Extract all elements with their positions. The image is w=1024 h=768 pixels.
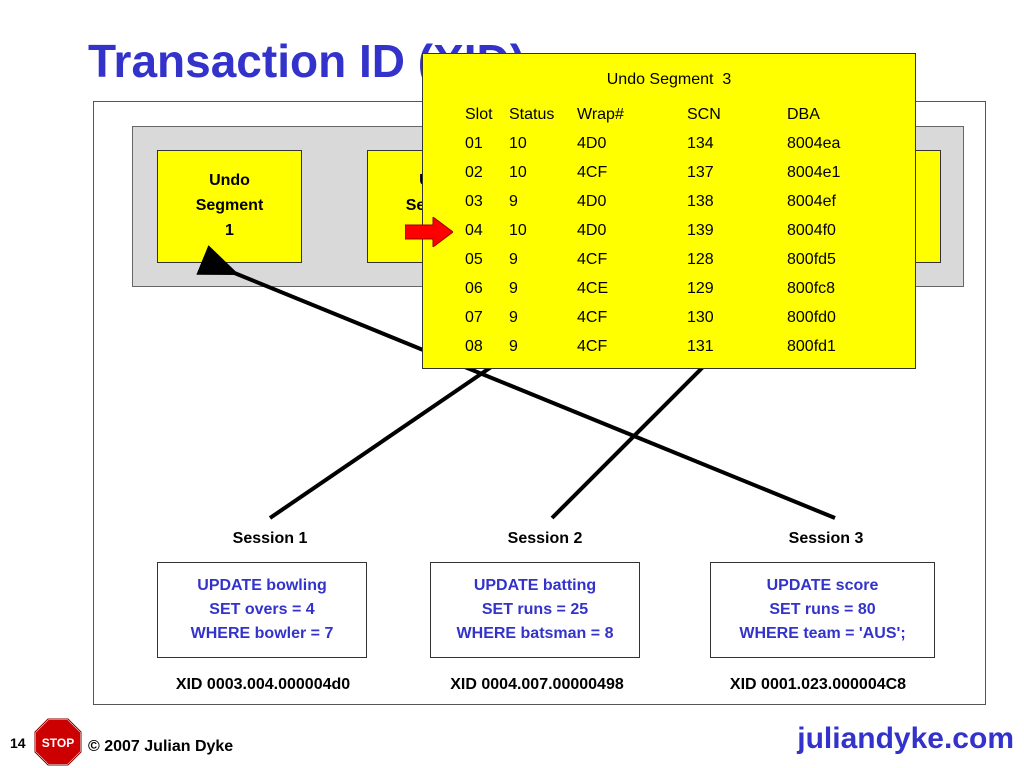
slot-cell: 10 bbox=[509, 222, 527, 239]
slot-cell: 8004f0 bbox=[787, 222, 836, 239]
column-header: DBA bbox=[787, 106, 820, 123]
slot-cell: 138 bbox=[687, 193, 714, 210]
undo-header-title: Undo Segment 3 bbox=[606, 71, 732, 88]
slot-cell: 800fc8 bbox=[787, 280, 836, 297]
connector-session3-segment1 bbox=[196, 245, 836, 520]
slot-cell: 800fd1 bbox=[787, 338, 836, 355]
slot-cell: 07 bbox=[465, 309, 483, 326]
slot-cell: 4D0 bbox=[577, 135, 607, 152]
slot-cell: 4CE bbox=[577, 280, 609, 297]
column-header: Wrap# bbox=[577, 106, 624, 123]
slot-cell: 131 bbox=[687, 338, 714, 355]
slot-cell: 08 bbox=[465, 338, 483, 355]
session-1-xid: XID 0003.004.000004d0 bbox=[175, 676, 351, 693]
slot-cell: 4CF bbox=[577, 164, 608, 181]
slot-cell: 134 bbox=[687, 135, 714, 152]
session-3-label: Session 3 bbox=[788, 530, 864, 547]
slot-cell: 8004e1 bbox=[787, 164, 841, 181]
copyright: © 2007 Julian Dyke bbox=[88, 738, 234, 755]
slot-cell: 9 bbox=[509, 338, 518, 355]
slot-cell: 9 bbox=[509, 309, 518, 326]
slot-cell: 03 bbox=[465, 193, 483, 210]
column-header: Slot bbox=[465, 106, 493, 123]
undo-segment-3-header: Undo Segment 3 Slot Status Wrap# SCN DBA 01 10… bbox=[422, 53, 916, 369]
red-arrow-icon bbox=[405, 217, 453, 247]
slot-cell: 02 bbox=[465, 164, 483, 181]
slot-cell: 4CF bbox=[577, 309, 608, 326]
page-number: 14 bbox=[10, 735, 26, 751]
slot-cell: 129 bbox=[687, 280, 714, 297]
slot-cell: 9 bbox=[509, 251, 518, 268]
slot-cell: 4CF bbox=[577, 338, 608, 355]
slot-cell: 10 bbox=[509, 135, 527, 152]
session-2-label: Session 2 bbox=[507, 530, 583, 547]
slot-cell: 9 bbox=[509, 280, 518, 297]
session-2-sql: UPDATE batting SET runs = 25 WHERE batsm… bbox=[430, 562, 640, 658]
slot-cell: 4D0 bbox=[577, 222, 607, 239]
session-1-label: Session 1 bbox=[232, 530, 308, 547]
session-3-xid: XID 0001.023.000004C8 bbox=[729, 676, 907, 693]
slot-cell: 128 bbox=[687, 251, 714, 268]
session-3-sql: UPDATE score SET runs = 80 WHERE team = … bbox=[710, 562, 935, 658]
slot-cell: 04 bbox=[465, 222, 483, 239]
session-1-sql: UPDATE bowling SET overs = 4 WHERE bowle… bbox=[157, 562, 367, 658]
slot-cell: 9 bbox=[509, 193, 518, 210]
column-header: SCN bbox=[687, 106, 721, 123]
slot-cell: 800fd5 bbox=[787, 251, 836, 268]
slot-cell: 139 bbox=[687, 222, 714, 239]
slot-cell: 130 bbox=[687, 309, 714, 326]
slot-cell: 137 bbox=[687, 164, 714, 181]
stop-sign-text: STOP bbox=[42, 736, 74, 750]
stop-sign-icon[interactable]: STOP bbox=[33, 717, 83, 767]
slot-cell: 800fd0 bbox=[787, 309, 836, 326]
column-header: Status bbox=[509, 106, 555, 123]
slot-cell: 8004ea bbox=[787, 135, 841, 152]
slot-cell: 4D0 bbox=[577, 193, 607, 210]
website-link[interactable]: juliandyke.com bbox=[797, 722, 1014, 755]
slot-cell: 01 bbox=[465, 135, 483, 152]
slot-cell: 4CF bbox=[577, 251, 608, 268]
slot-cell: 05 bbox=[465, 251, 483, 268]
slot-cell: 06 bbox=[465, 280, 483, 297]
session-2-xid: XID 0004.007.00000498 bbox=[450, 676, 624, 693]
slot-cell: 8004ef bbox=[787, 193, 836, 210]
slot-cell: 10 bbox=[509, 164, 527, 181]
